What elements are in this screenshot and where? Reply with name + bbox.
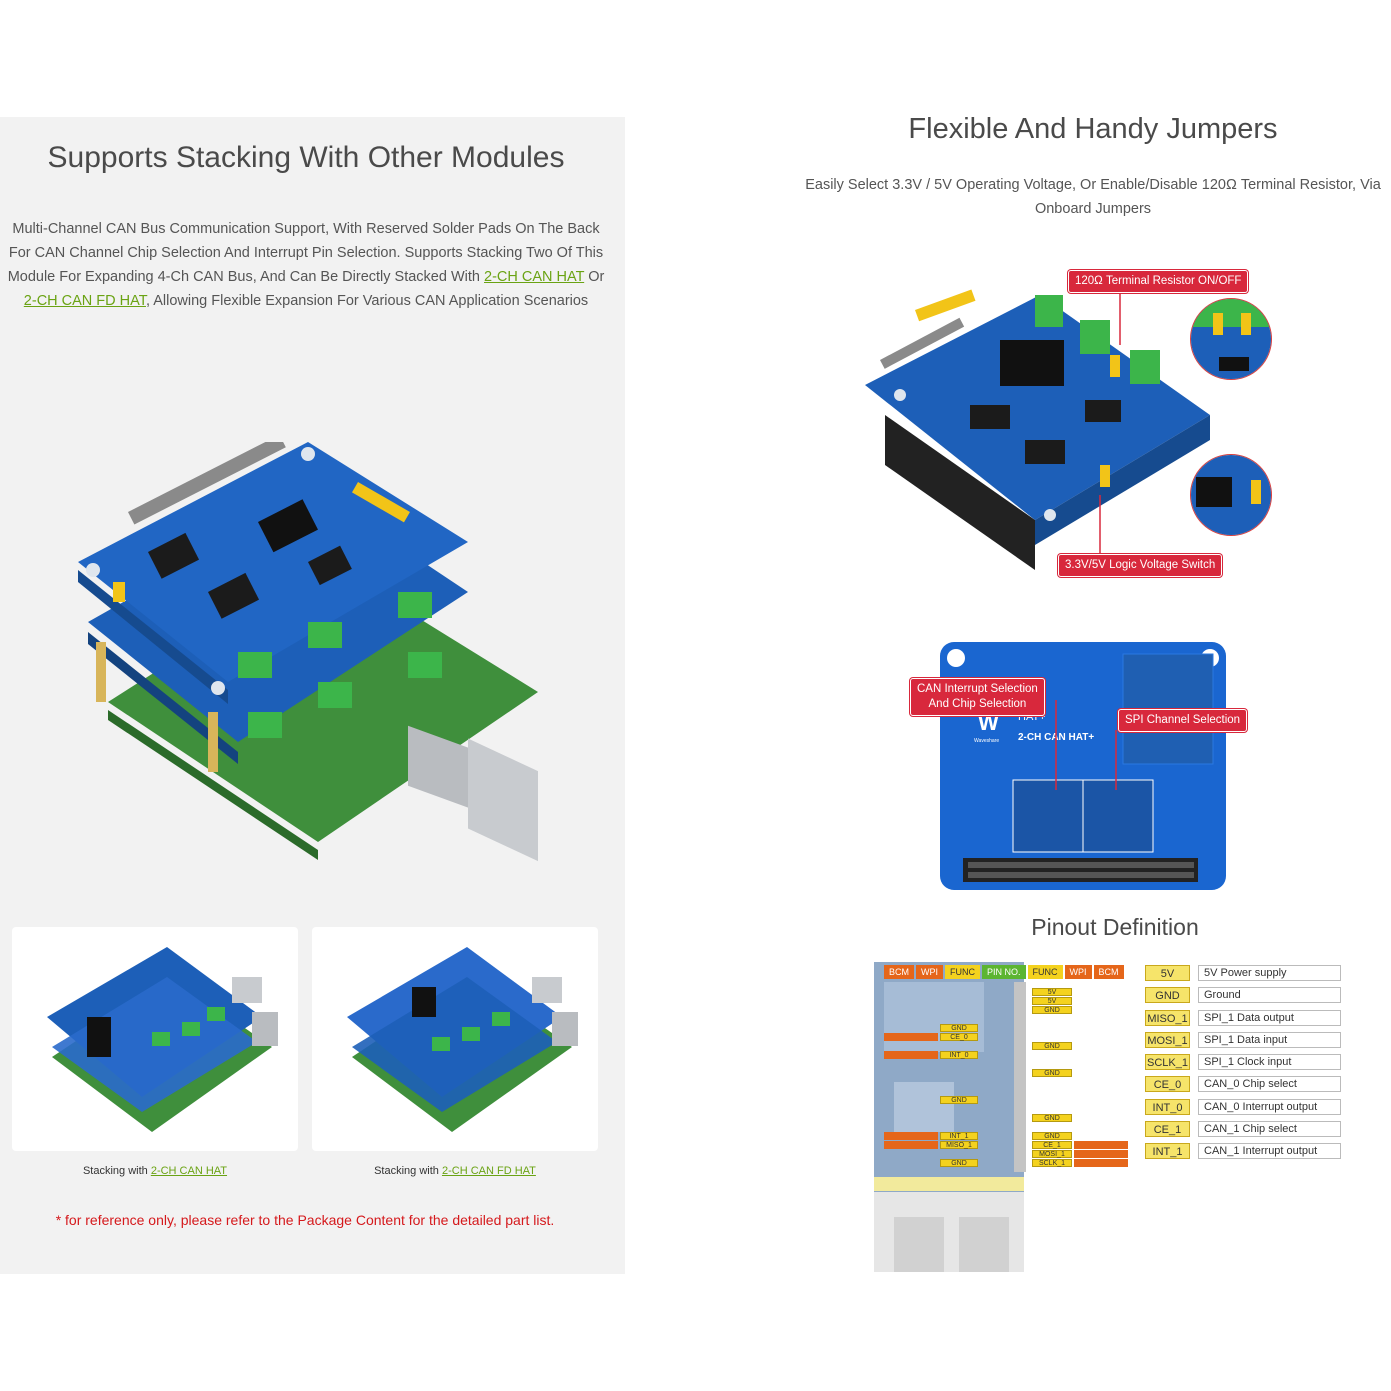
pin-header-wpi-left: WPI	[916, 965, 943, 979]
pin-label: CE_1	[1032, 1141, 1072, 1149]
legend-row: INT_0 CAN_0 Interrupt output	[1145, 1098, 1343, 1120]
pin-label: GND	[1032, 1006, 1072, 1014]
pinout-title: Pinout Definition	[1031, 914, 1199, 940]
callout-can-interrupt: CAN Interrupt Selection And Chip Selecti…	[910, 678, 1045, 716]
callout-terminal-resistor: 120Ω Terminal Resistor ON/OFF	[1068, 270, 1249, 293]
pin-label: SCLK_1	[1032, 1159, 1072, 1167]
legend-row: SCLK_1 SPI_1 Clock input	[1145, 1053, 1343, 1075]
stacking-desc-part2: , Allowing Flexible Expansion For Variou…	[145, 293, 589, 309]
pin-label-orange	[884, 1132, 938, 1140]
jumper-board-photo	[865, 289, 1210, 570]
legend-value: CAN_0 Chip select	[1198, 1076, 1341, 1093]
pin-label: MISO_1	[940, 1141, 978, 1149]
legend-key: SCLK_1	[1145, 1054, 1190, 1071]
stacking-description: Multi-Channel CAN Bus Communication Supp…	[0, 217, 612, 313]
pin-label: 5V	[1032, 997, 1072, 1005]
svg-text:W: W	[978, 710, 999, 735]
caption-2-link[interactable]: 2-CH CAN FD HAT	[441, 1165, 536, 1177]
jumpers-title: Flexible And Handy Jumpers	[908, 113, 1278, 145]
caption-1-link[interactable]: 2-CH CAN HAT	[150, 1165, 228, 1177]
thumbnail-stack-can-hat[interactable]	[12, 927, 298, 1151]
pin-header-bar: BCM WPI FUNC PIN NO. FUNC WPI BCM	[884, 965, 1124, 979]
pin-header-wpi-right: WPI	[1064, 965, 1092, 979]
legend-key: MOSI_1	[1145, 1031, 1190, 1048]
legend-value: SPI_1 Data input	[1198, 1031, 1341, 1048]
legend-key: CE_0	[1145, 1076, 1190, 1093]
caption-stack-can-hat: Stacking with 2-CH CAN HAT	[12, 1165, 298, 1177]
pin-header-bcm-right: BCM	[1093, 965, 1124, 979]
link-2ch-can-fd-hat[interactable]: 2-CH CAN FD HAT	[23, 293, 146, 309]
pin-label: 5V	[1032, 988, 1072, 996]
pin-label: GND	[940, 1024, 978, 1032]
legend-key: CE_1	[1145, 1121, 1190, 1138]
pin-label: GND	[940, 1096, 978, 1104]
pin-label-orange	[1074, 1141, 1128, 1149]
legend-row: INT_1 CAN_1 Interrupt output	[1145, 1142, 1343, 1164]
legend-key: MISO_1	[1145, 1009, 1190, 1026]
legend-value: CAN_1 Interrupt output	[1198, 1143, 1341, 1160]
stacking-section: Supports Stacking With Other Modules Mul…	[0, 117, 625, 1274]
legend-row: MOSI_1 SPI_1 Data input	[1145, 1031, 1343, 1053]
pin-label-orange	[884, 1141, 938, 1149]
legend-row: CE_0 CAN_0 Chip select	[1145, 1075, 1343, 1097]
legend-row: GND Ground	[1145, 986, 1343, 1008]
thumbnail-stack-can-fd-hat[interactable]	[312, 927, 598, 1151]
caption-stack-can-fd-hat: Stacking with 2-CH CAN FD HAT	[312, 1165, 598, 1177]
pin-header-func-right: FUNC	[1027, 965, 1063, 979]
board-brand-label: Waveshare	[974, 738, 999, 744]
pin-header-pin-no: PIN NO.	[982, 965, 1026, 979]
stacking-desc-or: Or	[584, 269, 605, 285]
legend-key: 5V	[1145, 965, 1190, 981]
legend-row: CE_1 CAN_1 Chip select	[1145, 1120, 1343, 1142]
legend-key: INT_1	[1145, 1143, 1190, 1160]
pin-label: GND	[1032, 1114, 1072, 1122]
caption-1-prefix: Stacking with	[82, 1165, 151, 1177]
pin-label: INT_0	[940, 1051, 978, 1059]
pin-label: INT_1	[940, 1132, 978, 1140]
pinout-board-photo	[874, 962, 1026, 1272]
legend-value: CAN_0 Interrupt output	[1198, 1098, 1341, 1115]
legend-value: 5V Power supply	[1198, 965, 1341, 981]
reference-note: * for reference only, please refer to th…	[55, 1212, 555, 1228]
caption-2-prefix: Stacking with	[374, 1165, 442, 1177]
callout-can-line2: And Chip Selection	[928, 698, 1027, 710]
stacked-boards-photo	[78, 442, 538, 862]
link-2ch-can-hat[interactable]: 2-CH CAN HAT	[484, 269, 585, 285]
pin-label: GND	[1032, 1069, 1072, 1077]
pin-label: MOSI_1	[1032, 1150, 1072, 1158]
callout-spi-channel: SPI Channel Selection	[1118, 709, 1248, 732]
legend-row: MISO_1 SPI_1 Data output	[1145, 1009, 1343, 1031]
callout-logic-voltage: 3.3V/5V Logic Voltage Switch	[1058, 554, 1223, 577]
stacking-desc-part1: Multi-Channel CAN Bus Communication Supp…	[7, 221, 604, 285]
pin-label-orange	[1074, 1159, 1128, 1167]
legend-value: CAN_1 Chip select	[1198, 1121, 1341, 1138]
pin-label: GND	[1032, 1042, 1072, 1050]
pin-header-func-left: FUNC	[945, 965, 980, 979]
pin-label-orange	[884, 1033, 938, 1041]
pin-label: CE_0	[940, 1033, 978, 1041]
legend-value: Ground	[1198, 987, 1341, 1004]
zoom-terminal-jumper	[1190, 298, 1272, 380]
callout-can-line1: CAN Interrupt Selection	[917, 683, 1038, 695]
legend-value: SPI_1 Data output	[1198, 1009, 1341, 1026]
legend-key: INT_0	[1145, 1098, 1190, 1115]
pin-label: GND	[940, 1159, 978, 1167]
pin-label-orange	[1074, 1150, 1128, 1158]
thumb-stack-can-fd-hat-image	[347, 947, 578, 1132]
stacking-title: Supports Stacking With Other Modules	[47, 141, 565, 174]
pin-header-bcm-left: BCM	[884, 965, 914, 979]
legend-value: SPI_1 Clock input	[1198, 1054, 1341, 1071]
pin-label-orange	[884, 1051, 938, 1059]
pin-label: GND	[1032, 1132, 1072, 1140]
jumpers-description: Easily Select 3.3V / 5V Operating Voltag…	[805, 177, 1381, 217]
legend-key: GND	[1145, 987, 1190, 1004]
legend-row: 5V 5V Power supply	[1145, 964, 1343, 986]
zoom-logic-jumper	[1190, 454, 1272, 536]
thumb-stack-can-hat-image	[47, 947, 278, 1132]
